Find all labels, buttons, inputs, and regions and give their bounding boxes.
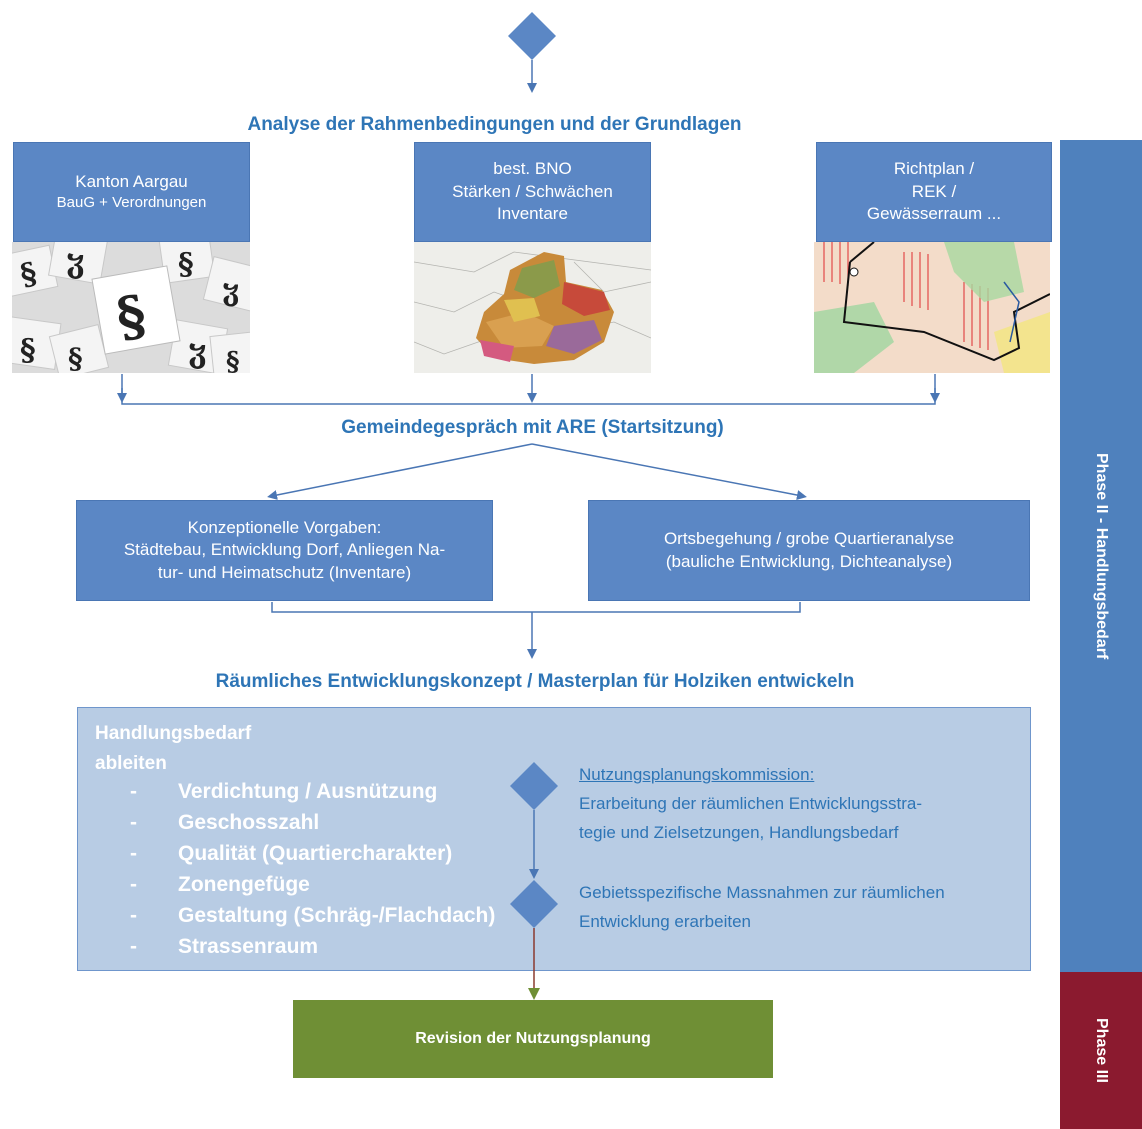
svg-text:§: § (178, 247, 194, 282)
svg-text:ჳ: ჳ (188, 335, 207, 370)
handlungsbedarf-title: Handlungsbedarf ableiten (95, 719, 251, 779)
phase3-bar: Phase III (1060, 972, 1142, 1129)
heading-gemeindegespraech: Gemeindegespräch mit ARE (Startsitzung) (341, 417, 724, 438)
paragraph-symbols-image: § § ჳ § ჳ § § ჳ § (12, 242, 250, 373)
list-item-label: Qualität (Quartiercharakter) (178, 841, 453, 865)
svg-text:§: § (20, 333, 36, 368)
bullet-dash: - (130, 872, 137, 896)
ortsbegehung-line2: (bauliche Entwicklung, Dichteanalyse) (665, 551, 953, 571)
bno-map-graphic (414, 242, 651, 373)
phase2-label: Phase II - Handlungsbedarf (1093, 452, 1110, 660)
merge-line (271, 602, 801, 613)
revision-box: Revision der Nutzungsplanung (293, 1000, 773, 1078)
svg-text:§: § (226, 347, 240, 373)
konzept-line2: Städtebau, Entwicklung Dorf, Anliegen Na… (123, 540, 446, 560)
box-bno: best. BNO Stärken / Schwächen Inventare (414, 142, 651, 242)
box-kanton-aargau: Kanton Aargau BauG + Verordnungen (13, 142, 250, 242)
list-item: - Geschosszahl (130, 807, 495, 838)
svg-text:§: § (17, 256, 40, 294)
list-item: - Gestaltung (Schräg-/Flachdach) (130, 900, 495, 931)
list-item-label: Verdichtung / Ausnützung (178, 779, 438, 803)
svg-text:ჳ: ჳ (222, 274, 240, 307)
list-item: - Qualität (Quartiercharakter) (130, 838, 495, 869)
list-item-label: Zonengefüge (178, 872, 310, 896)
list-item: - Strassenraum (130, 931, 495, 962)
measures-text: Gebietsspezifische Massnahmen zur räumli… (579, 878, 945, 936)
box-richtplan-line2: REK / (911, 181, 957, 201)
box-bno-line2: Stärken / Schwächen (452, 181, 613, 201)
konzept-line1: Konzeptionelle Vorgaben: (187, 517, 382, 537)
list-item: - Verdichtung / Ausnützung (130, 776, 495, 807)
arrow-to-ortsbegehung (531, 443, 807, 500)
box-richtplan-line3: Gewässerraum ... (866, 204, 1002, 224)
box-bno-line1: best. BNO (493, 159, 572, 179)
list-item: - Zonengefüge (130, 869, 495, 900)
handlungsbedarf-title-line1: Handlungsbedarf (95, 723, 252, 744)
bno-map-image (414, 242, 651, 373)
box-richtplan-line1: Richtplan / (893, 159, 975, 179)
revision-label: Revision der Nutzungsplanung (415, 1030, 651, 1047)
konzept-line3: tur- und Heimatschutz (Inventare) (157, 562, 412, 582)
heading-analyse: Analyse der Rahmenbedingungen und der Gr… (247, 114, 742, 135)
list-item-label: Geschosszahl (178, 810, 320, 834)
phase3-label: Phase III (1093, 1018, 1110, 1083)
commission-title: Nutzungsplanungskommission: (579, 765, 815, 784)
box-kanton-line1: Kanton Aargau (75, 171, 188, 191)
commission-line2: tegie und Zielsetzungen, Handlungsbedarf (579, 823, 899, 842)
svg-text:ჳ: ჳ (66, 245, 85, 280)
bullet-dash: - (130, 903, 137, 927)
list-item-label: Strassenraum (178, 934, 319, 958)
heading-rek: Räumliches Entwicklungskonzept / Masterp… (215, 671, 855, 692)
bullet-dash: - (130, 810, 137, 834)
bullet-dash: - (130, 779, 137, 803)
commission-text: Nutzungsplanungskommission: Erarbeitung … (579, 760, 922, 847)
bullet-dash: - (130, 841, 137, 865)
richtplan-map-image (814, 242, 1050, 373)
arrow-to-konzept (267, 443, 533, 500)
handlungsbedarf-list: -Verdichtung / Ausnützung -Geschosszahl … (130, 776, 495, 962)
measures-line2: Entwicklung erarbeiten (579, 912, 751, 931)
box-kanton-line2: BauG + Verordnungen (56, 194, 207, 212)
box-richtplan: Richtplan / REK / Gewässerraum ... (816, 142, 1052, 242)
richtplan-map-graphic (814, 242, 1050, 373)
svg-text:§: § (68, 342, 83, 373)
measures-line1: Gebietsspezifische Massnahmen zur räumli… (579, 883, 945, 902)
phase2-bar: Phase II - Handlungsbedarf (1060, 140, 1142, 972)
handlungsbedarf-title-line2: ableiten (95, 753, 167, 774)
collector-line (121, 388, 936, 405)
box-bno-line3: Inventare (497, 204, 568, 224)
ortsbegehung-line1: Ortsbegehung / grobe Quartieranalyse (663, 529, 955, 549)
paragraph-symbols-graphic: § § ჳ § ჳ § § ჳ § (12, 242, 250, 373)
box-ortsbegehung: Ortsbegehung / grobe Quartieranalyse (ba… (588, 500, 1030, 601)
list-item-label: Gestaltung (Schräg-/Flachdach) (178, 903, 496, 927)
commission-line1: Erarbeitung der räumlichen Entwicklungss… (579, 794, 922, 813)
start-diamond (508, 12, 556, 60)
box-konzeptionelle-vorgaben: Konzeptionelle Vorgaben: Städtebau, Entw… (76, 500, 493, 601)
bullet-dash: - (130, 934, 137, 958)
